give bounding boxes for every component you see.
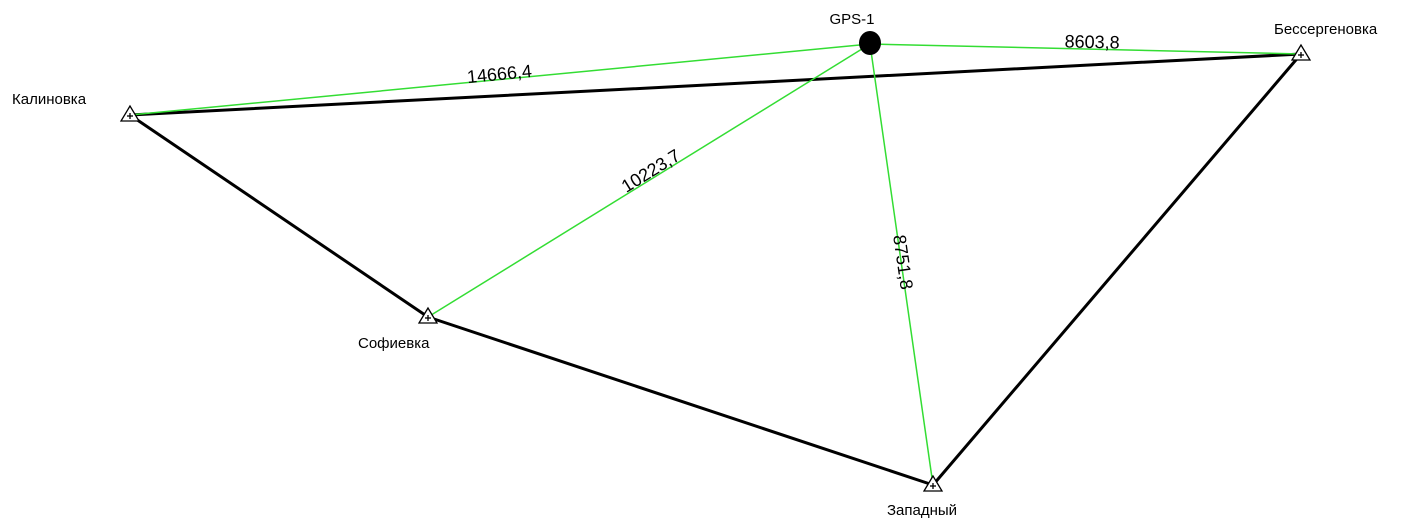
gps-point-label: GPS-1 xyxy=(829,11,874,28)
vector-gps1-sofievka xyxy=(427,43,871,318)
triangle-survey-mark-icon xyxy=(119,104,141,122)
triangle-survey-mark-icon xyxy=(417,306,439,324)
triangle-survey-mark-icon xyxy=(1290,43,1312,61)
station-label-zapadny: Западный xyxy=(887,502,957,519)
edge-kalinovka-sofievka xyxy=(128,113,430,319)
station-label-sofievka: Софиевка xyxy=(358,335,430,352)
distance-label-zapadny: 8751,8 xyxy=(889,233,917,290)
distance-labels: 14666,4 8603,8 10223,7 8751,8 xyxy=(466,31,1120,290)
station-markers xyxy=(119,43,1312,492)
edge-zapadny-bessergenovka xyxy=(931,52,1303,487)
network-edges xyxy=(128,52,1303,487)
triangle-survey-mark-icon xyxy=(922,474,944,492)
distance-label-kalinovka: 14666,4 xyxy=(466,61,533,87)
gps-point-marker-icon xyxy=(859,31,881,55)
edge-sofievka-zapadny xyxy=(426,315,935,487)
vector-gps1-kalinovka xyxy=(129,43,871,116)
gps-vectors xyxy=(129,43,1302,486)
station-labels: GPS-1 Калиновка Бессергеновка Софиевка З… xyxy=(12,11,1378,519)
distance-label-bessergenovka: 8603,8 xyxy=(1064,31,1120,52)
vector-gps1-bessergenovka xyxy=(869,43,1302,55)
station-label-kalinovka: Калиновка xyxy=(12,91,87,108)
edge-kalinovka-bessergenovka xyxy=(128,52,1303,117)
vector-gps1-zapadny xyxy=(869,43,934,486)
distance-label-sofievka: 10223,7 xyxy=(618,145,684,196)
station-label-bessergenovka: Бессергеновка xyxy=(1274,21,1378,38)
